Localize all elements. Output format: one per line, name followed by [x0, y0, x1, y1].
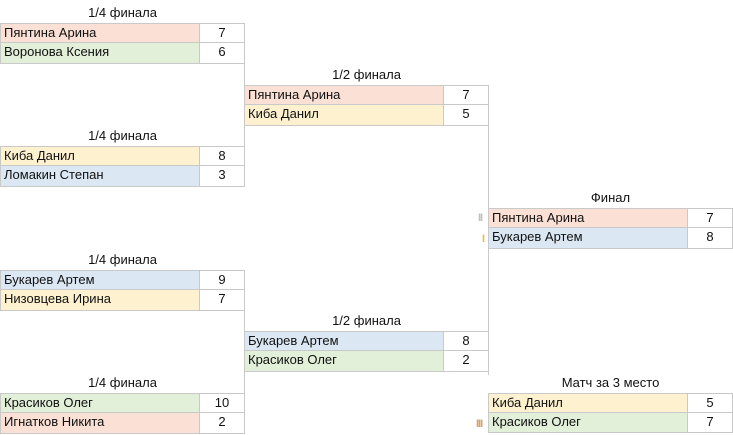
player-name: Киба Данил — [489, 394, 688, 412]
player-row[interactable]: Пянтина Арина 7 — [488, 208, 733, 228]
match-title: 1/4 финала — [88, 5, 157, 20]
player-score: 7 — [688, 413, 732, 432]
player-row[interactable]: Киба Данил 5 — [244, 105, 489, 126]
player-score: 2 — [444, 351, 488, 371]
player-name: Игнатков Никита — [1, 413, 200, 433]
player-score: 7 — [444, 86, 488, 104]
match-title: 1/4 финала — [88, 375, 157, 390]
quarterfinal-4: 1/4 финала Красиков Олег 10 Игнатков Ник… — [0, 373, 245, 435]
gold-medal-icon: I — [482, 233, 485, 245]
player-score: 3 — [200, 166, 244, 186]
player-row[interactable]: Красиков Олег 7 — [488, 413, 733, 433]
player-name: Красиков Олег — [1, 394, 200, 412]
player-name: Букарев Артем — [1, 271, 200, 289]
match-title: 1/2 финала — [332, 67, 401, 82]
player-name: Воронова Ксения — [1, 43, 200, 63]
quarterfinal-1: 1/4 финала Пянтина Арина 7 Воронова Ксен… — [0, 3, 245, 65]
quarterfinal-2: 1/4 финала Киба Данил 8 Ломакин Степан 3 — [0, 126, 245, 188]
player-name: Букарев Артем — [489, 228, 688, 248]
semifinal-2: 1/2 финала Букарев Артем 8 Красиков Олег… — [244, 311, 489, 373]
player-row[interactable]: Воронова Ксения 6 — [0, 43, 245, 64]
player-name: Пянтина Арина — [489, 209, 688, 227]
bronze-medal-icon: III — [476, 418, 483, 430]
match-title: 1/4 финала — [88, 252, 157, 267]
final-match: Финал Пянтина Арина 7 Букарев Артем 8 — [488, 188, 733, 250]
quarterfinal-3: 1/4 финала Букарев Артем 9 Низовцева Ири… — [0, 250, 245, 312]
match-title: 1/4 финала — [88, 128, 157, 143]
semifinal-1: 1/2 финала Пянтина Арина 7 Киба Данил 5 — [244, 65, 489, 127]
player-name: Пянтина Арина — [1, 24, 200, 42]
player-score: 10 — [200, 394, 244, 412]
player-name: Букарев Артем — [245, 332, 444, 350]
player-score: 8 — [688, 228, 732, 248]
player-score: 8 — [444, 332, 488, 350]
third-place-match: Матч за 3 место Киба Данил 5 Красиков Ол… — [488, 373, 733, 434]
player-row[interactable]: Букарев Артем 9 — [0, 270, 245, 290]
player-score: 7 — [200, 24, 244, 42]
match-title: Матч за 3 место — [561, 375, 660, 390]
player-name: Киба Данил — [245, 105, 444, 125]
player-row[interactable]: Букарев Артем 8 — [244, 331, 489, 351]
player-score: 6 — [200, 43, 244, 63]
player-name: Пянтина Арина — [245, 86, 444, 104]
player-score: 2 — [200, 413, 244, 433]
match-title: 1/2 финала — [332, 313, 401, 328]
player-row[interactable]: Киба Данил 8 — [0, 146, 245, 166]
player-name: Киба Данил — [1, 147, 200, 165]
player-score: 9 — [200, 271, 244, 289]
player-score: 5 — [444, 105, 488, 125]
player-name: Красиков Олег — [489, 413, 688, 432]
player-row[interactable]: Красиков Олег 2 — [244, 351, 489, 372]
player-row[interactable]: Киба Данил 5 — [488, 393, 733, 413]
player-score: 7 — [688, 209, 732, 227]
player-row[interactable]: Игнатков Никита 2 — [0, 413, 245, 434]
player-row[interactable]: Ломакин Степан 3 — [0, 166, 245, 187]
player-row[interactable]: Красиков Олег 10 — [0, 393, 245, 413]
player-row[interactable]: Пянтина Арина 7 — [244, 85, 489, 105]
silver-medal-icon: II — [478, 212, 483, 224]
player-score: 5 — [688, 394, 732, 412]
player-score: 7 — [200, 290, 244, 310]
player-name: Ломакин Степан — [1, 166, 200, 186]
player-name: Низовцева Ирина — [1, 290, 200, 310]
match-title: Финал — [590, 190, 631, 205]
player-score: 8 — [200, 147, 244, 165]
player-name: Красиков Олег — [245, 351, 444, 371]
player-row[interactable]: Букарев Артем 8 — [488, 228, 733, 249]
player-row[interactable]: Пянтина Арина 7 — [0, 23, 245, 43]
player-row[interactable]: Низовцева Ирина 7 — [0, 290, 245, 311]
